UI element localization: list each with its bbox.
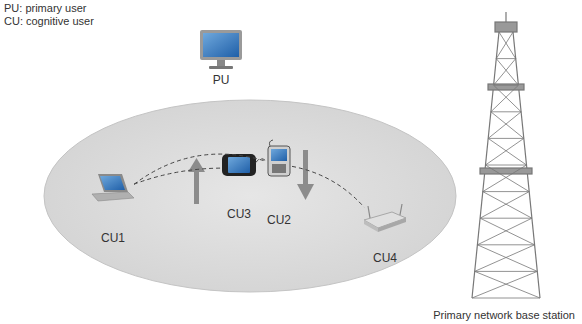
- device-label: CU3: [227, 208, 251, 221]
- station-label: Primary network base station: [433, 309, 575, 321]
- coverage-area: [44, 100, 456, 292]
- key-text: PU: primary user: [4, 2, 87, 15]
- primary-user: PU: [200, 30, 242, 70]
- arrow-down: [297, 150, 314, 200]
- device-label: PU: [213, 74, 230, 87]
- base-station: Primary network base station: [470, 12, 542, 300]
- phone-icon: [268, 140, 290, 176]
- monitor-icon: [200, 30, 242, 69]
- dashed-link: [256, 159, 266, 163]
- dashed-link: [134, 168, 222, 184]
- cognitive-user: CU3: [222, 154, 256, 176]
- phone-icon: [222, 154, 256, 176]
- cognitive-user: CU4: [364, 206, 406, 232]
- device-label: CU1: [101, 232, 125, 245]
- device-label: CU4: [373, 252, 397, 265]
- device-label: CU2: [267, 214, 291, 227]
- router-icon: [364, 204, 406, 232]
- dashed-link: [134, 154, 266, 184]
- key-text: CU: cognitive user: [4, 15, 94, 28]
- arrow-up: [188, 158, 205, 204]
- laptop-icon: [92, 174, 134, 201]
- cognitive-user: CU2: [266, 142, 292, 176]
- dashed-link: [292, 166, 364, 207]
- cognitive-user: CU1: [92, 174, 134, 202]
- tower-icon: [472, 12, 540, 298]
